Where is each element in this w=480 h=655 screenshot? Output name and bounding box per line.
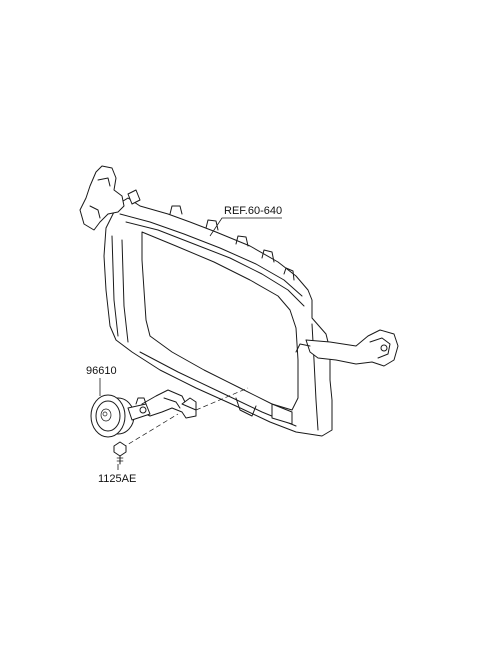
bolt-1125ae [113, 441, 127, 465]
bolt-guide-line [121, 413, 179, 449]
bolt-part-number: 1125AE [98, 473, 136, 485]
ref-leader-line [209, 217, 282, 237]
ref-label: REF.60-640 [224, 205, 282, 217]
horn-part-number: 96610 [86, 365, 117, 377]
assembly-guide-line [195, 387, 249, 411]
upper-right-bracket [295, 329, 399, 367]
horn-assembly [90, 394, 151, 438]
radiator-support-frame [103, 197, 333, 437]
upper-left-bracket [79, 165, 141, 231]
